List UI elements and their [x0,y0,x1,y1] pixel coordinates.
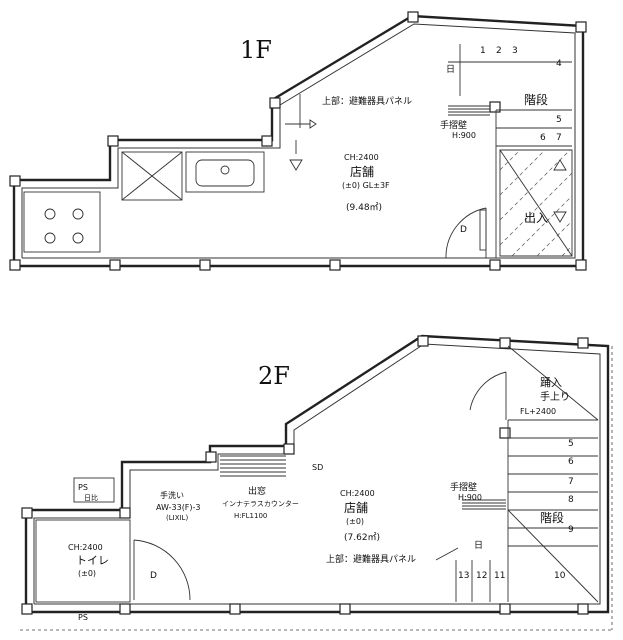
floor-2-store-level: (±0) [346,517,364,526]
floor-1-plan: 1F [9,11,587,271]
floor-2-toilet-level: (±0) [78,569,96,578]
floor-1-entrance-label: 出入 [524,211,548,225]
floor-2-aw-sub: (LIXIL) [166,514,188,522]
floor-1-sink-counter [185,151,265,193]
floor-2-small-letter: 日 [474,540,483,551]
floor-2-wash-label: 手洗い [160,490,184,500]
floor-2-counter-sub: インナテラスカウンター [222,499,299,508]
floor-2-stair-number: 7 [568,477,574,487]
floor-1-stair: 1 2 3 4 5 6 7 階段 出入 [448,44,573,258]
floor-1-handrail-height: H:900 [452,131,476,140]
floor-2-pipe-label: PS [78,483,88,492]
floor-2-landing-level: FL+2400 [520,407,556,416]
floor-2-panel-note: 上部：避難器具パネル [326,553,416,565]
floor-2-counter [220,455,286,477]
floor-1-small-letter: 日 [446,64,455,75]
floor-2-landing-label: 踊入 [540,376,562,389]
floor-2-outer-wall [24,334,610,614]
floor-2-stair-number: 11 [494,571,505,581]
triangle-icon [289,159,303,171]
floor-1-store-label: 店舗 [350,165,374,179]
floor-1-panel-note: 上部：避難器具パネル [322,95,412,107]
right-arrow-icon [309,119,317,129]
floor-2-toilet-room [35,519,131,603]
floor-2-toilet-ch: CH:2400 [68,543,103,552]
floor-2-store-ch: CH:2400 [340,489,375,498]
floor-2-small-letter: PS [78,613,88,622]
floor-1-columns [9,11,587,271]
floor-1-title: 1F [240,36,272,64]
floor-2-toilet-door [133,539,191,601]
floor-2-stair-number: 9 [568,525,574,535]
floor-2-stair: 5 6 7 8 9 10 11 12 13 階段 踊入 手上り FL+2400 [455,345,599,603]
floor-1-inner-wall [21,23,576,259]
floor-2-handrail-label: 手摺壁 [450,481,477,493]
floor-2-stair-number: 10 [554,571,566,581]
floor-2-store-area: (7.62㎡) [344,532,380,543]
floor-2-toilet-label: トイレ [76,554,109,567]
floor-1-store-ch: CH:2400 [344,153,379,162]
floor-1-stair-number: 4 [556,59,562,69]
floor-2-small-letter: SD [312,463,323,472]
floor-2-stair-number: 12 [476,571,487,581]
floor-2-aw-label: AW-33(F)-3 [156,503,201,512]
floor-2-plan: 2F 出窓 [20,334,613,631]
down-arrow-icon [553,211,567,223]
floor-1-entrance-hatch [499,149,573,257]
floor-2-stair-number: 13 [458,571,469,581]
floor-1-stair-number: 5 [556,115,562,125]
floor-2-small-letter: D [150,571,157,581]
floor-2-columns [21,335,589,615]
floor-1-store-area: (9.48㎡) [346,202,382,213]
floor-2-stair-number: 5 [568,439,574,449]
floor-1-stair-number: 6 [540,133,546,143]
floor-1-stair-number: 2 [496,46,502,56]
floor-2-store-label: 店舗 [344,501,368,515]
floor-1-left-room [23,191,101,253]
floor-2-inner-wall [33,343,601,605]
floor-2-stair-number: 6 [568,457,574,467]
floor-1-small-letter: D [460,225,467,235]
floor-1-shaft [121,151,183,201]
floor-2-stair-label: 階段 [540,510,564,525]
floor-2-pipe-shaft [73,477,115,503]
floor-1-store-level: (±0) GL±3F [342,181,390,190]
floor-2-counter-height: H:FL1100 [234,512,267,520]
floor-1-stair-number: 1 [480,46,486,56]
floor-2-stair-number: 8 [568,495,574,505]
floor-2-door-swing [469,371,507,420]
floor-2-handrail-height: H:900 [458,493,482,502]
floor-1-handrail-label: 手摺壁 [440,119,467,131]
floor-2-title: 2F [258,362,290,390]
floor-2-counter-label: 出窓 [248,485,266,497]
floor-1-stair-number: 3 [512,46,518,56]
floor-1-stair-number: 7 [556,133,562,143]
up-arrow-icon [553,159,567,171]
floor-1-stair-label: 階段 [524,92,548,107]
floor-2-landing-sub: 手上り [540,390,570,403]
floor-2-pipe-sub: 日比 [84,493,98,502]
